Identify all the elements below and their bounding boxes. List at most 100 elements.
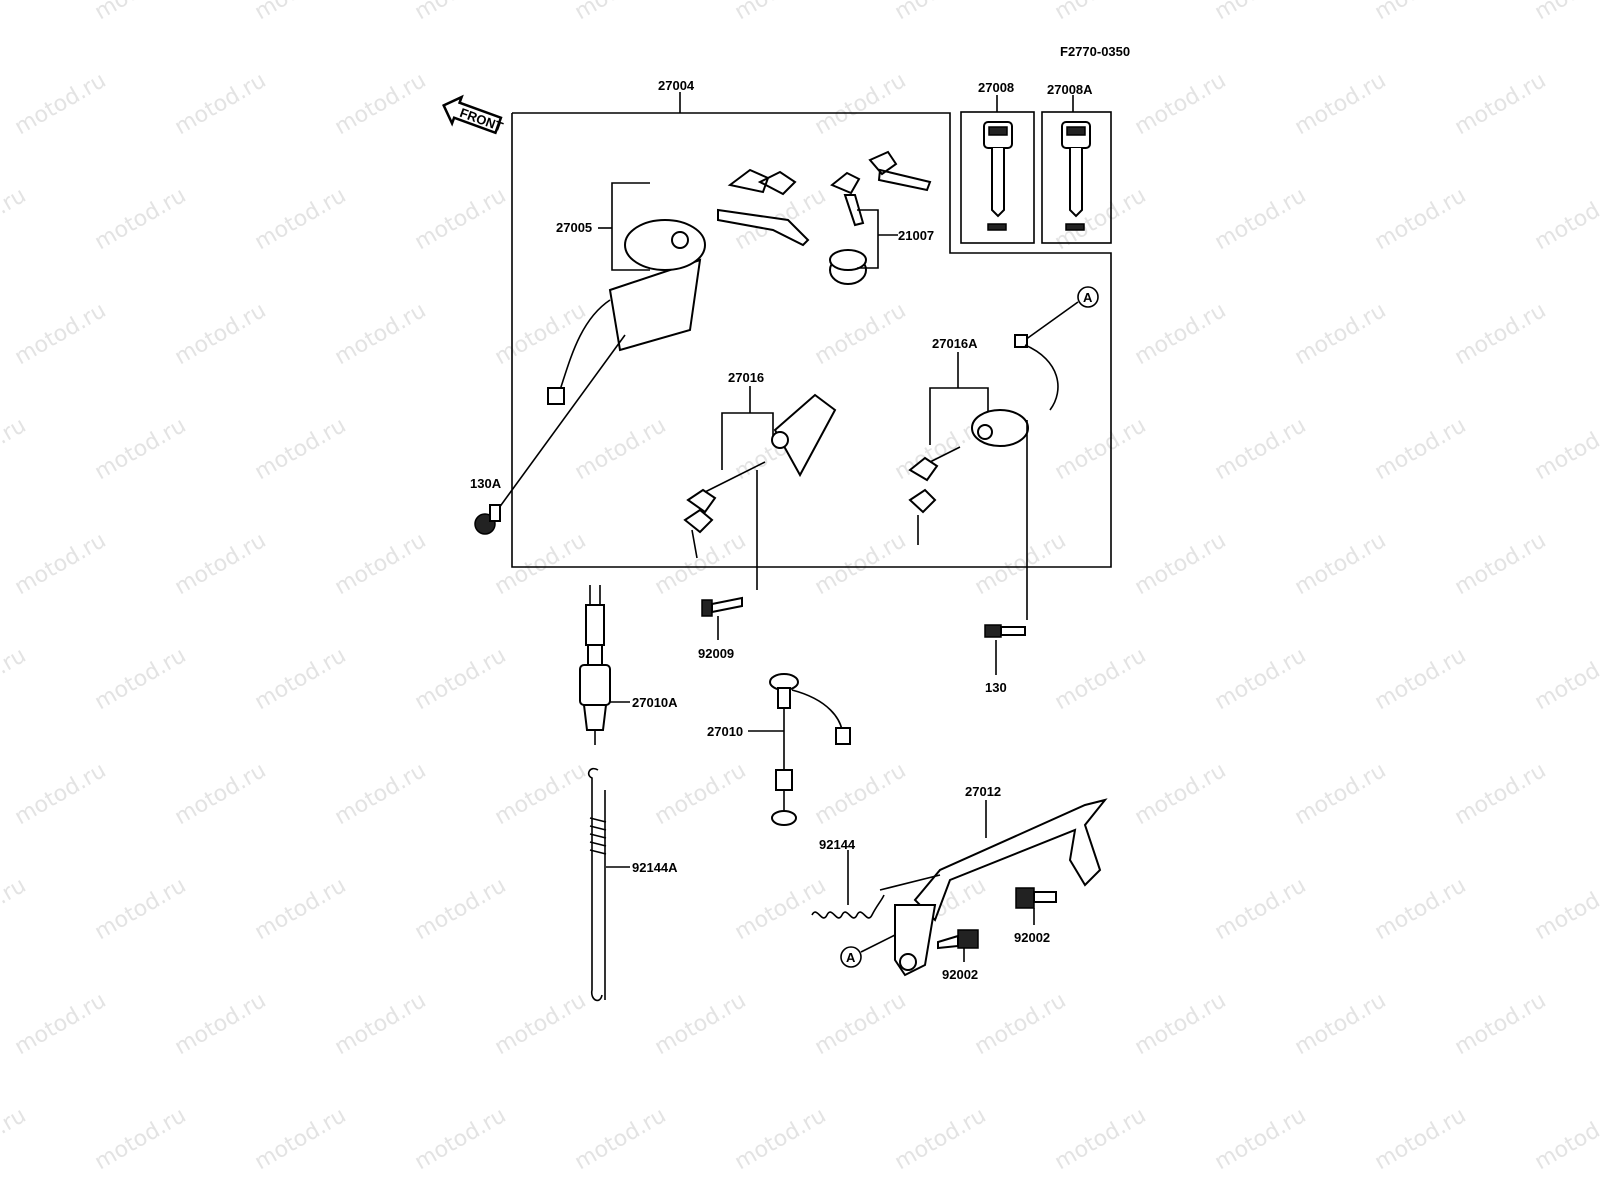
watermark-text: motod.ru [1531,0,1600,25]
label-27008A: 27008A [1047,82,1093,97]
watermark-text: motod.ru [651,988,751,1060]
watermark-text: motod.ru [171,298,271,370]
watermark-text: motod.ru [1451,68,1551,140]
key-27008A-box [1041,111,1112,244]
watermark-text: motod.ru [651,528,751,600]
watermark-text: motod.ru [1211,183,1311,255]
watermark-text: motod.ru [411,643,511,715]
watermark-text: motod.ru [411,0,511,25]
watermark-text: motod.ru [1291,528,1391,600]
watermark-text: motod.ru [571,1103,671,1175]
watermark-text: motod.ru [11,758,111,830]
watermark-text: motod.ru [1531,873,1600,945]
watermark-text: motod.ru [411,873,511,945]
watermark-text: motod.ru [1291,68,1391,140]
label-92144A: 92144A [632,860,678,875]
watermark-text: motod.ru [1211,1103,1311,1175]
watermark-text: motod.ru [11,68,111,140]
label-92144: 92144 [819,837,856,852]
watermark-text: motod.ru [91,1103,191,1175]
watermark-text: motod.ru [1371,873,1471,945]
watermark-text: motod.ru [1531,413,1600,485]
watermark-text: motod.ru [91,643,191,715]
watermark-text: motod.ru [251,183,351,255]
watermark-text: motod.ru [1051,413,1151,485]
watermark-text: motod.ru [91,873,191,945]
watermark-text: motod.ru [891,0,991,25]
watermark-text: motod.ru [1131,988,1231,1060]
watermark-text: motod.ru [1531,183,1600,255]
watermark-text: motod.ru [811,528,911,600]
watermark-text: motod.ru [1051,183,1151,255]
label-27005: 27005 [556,220,592,235]
label-21007: 21007 [898,228,934,243]
label-27004: 27004 [658,78,695,93]
watermark-text: motod.ru [1051,0,1151,25]
watermark-text: motod.ru [491,988,591,1060]
watermark-text: motod.ru [1211,413,1311,485]
watermark-text: motod.ru [971,988,1071,1060]
label-ref-A-top: A [1083,290,1093,305]
watermark-text: motod.ru [1131,68,1231,140]
bolt-92002-bottom-icon [937,929,979,950]
watermark-text: motod.ru [91,413,191,485]
watermark-text: motod.ru [331,988,431,1060]
watermark-text: motod.ru [411,1103,511,1175]
label-92009: 92009 [698,646,734,661]
watermark-text: motod.ru [1291,758,1391,830]
watermark-text: motod.ru [491,758,591,830]
bolt-130-icon [984,624,1026,638]
watermark-text: motod.ru [1211,0,1311,25]
label-27016A: 27016A [932,336,978,351]
lock-cylinder-21007-icon [829,150,932,285]
watermark-text: motod.ru [811,298,911,370]
watermark-text: motod.ru [491,528,591,600]
watermark-text: motod.ru [0,183,30,255]
watermark-text: motod.ru [1291,298,1391,370]
bracket-27012-icon [879,798,1108,977]
watermark-layer: motod.ru motod.ru motod.ru motod.ru motod.ru… [0,0,1600,1175]
watermark-text: motod.ru [1371,0,1471,25]
watermark-text: motod.ru [1291,988,1391,1060]
watermark-text: motod.ru [1211,873,1311,945]
watermark-text: motod.ru [411,183,511,255]
watermark-text: motod.ru [251,0,351,25]
screw-92009-icon [701,596,743,617]
watermark-text: motod.ru [0,413,30,485]
watermark-text: motod.ru [11,298,111,370]
watermark-text: motod.ru [251,1103,351,1175]
switch-27010A-icon [579,585,611,745]
watermark-text: motod.ru [251,873,351,945]
assembly-27004-outline [511,112,1112,568]
watermark-text: motod.ru [331,758,431,830]
label-27010A: 27010A [632,695,678,710]
watermark-text: motod.ru [1131,298,1231,370]
watermark-text: motod.ru [731,0,831,25]
watermark-text: motod.ru [1371,643,1471,715]
figure-code: F2770-0350 [1060,44,1130,59]
reference-a-top-marker [1077,286,1099,308]
watermark-text: motod.ru [1371,413,1471,485]
bolt-130A-icon [474,504,501,535]
spring-92144A-icon [587,767,607,1002]
bolt-92002-right-icon [1015,887,1057,909]
watermark-text: motod.ru [811,988,911,1060]
label-27016: 27016 [728,370,764,385]
watermark-text: motod.ru [251,413,351,485]
reference-a-bottom-marker [840,946,862,968]
watermark-text: motod.ru [571,413,671,485]
watermark-text: motod.ru [1051,1103,1151,1175]
seat-lock-27016A-icon [908,334,1059,545]
watermark-text: motod.ru [1131,758,1231,830]
watermark-text: motod.ru [331,68,431,140]
watermark-text: motod.ru [1531,643,1600,715]
watermark-text: motod.ru [731,873,831,945]
watermark-text: motod.ru [0,643,30,715]
label-27010: 27010 [707,724,743,739]
label-ref-A-bottom: A [846,950,856,965]
key-27008-icon [983,121,1013,231]
label-27008: 27008 [978,80,1014,95]
watermark-text: motod.ru [91,183,191,255]
key-27008A-icon [1061,121,1091,231]
